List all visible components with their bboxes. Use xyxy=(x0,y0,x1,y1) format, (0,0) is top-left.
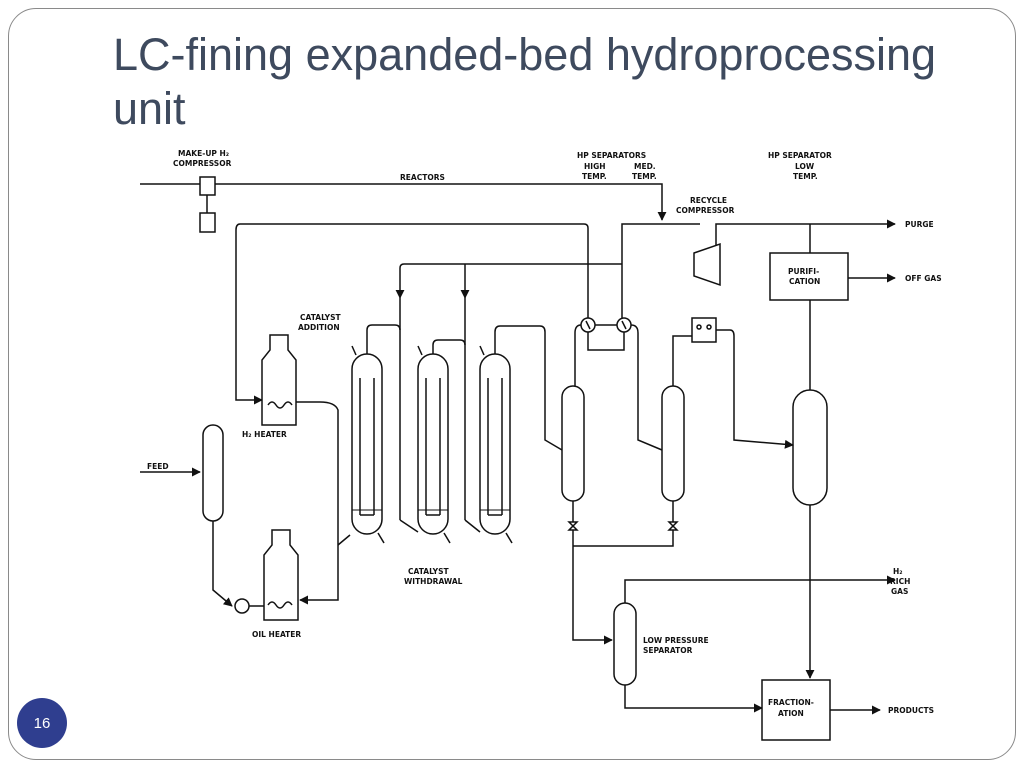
label-separator: SEPARATOR xyxy=(643,646,693,655)
label-gas: GAS xyxy=(891,587,908,596)
label-makeup-2: COMPRESSOR xyxy=(173,159,232,168)
page-number-badge: 16 xyxy=(17,698,67,748)
hp-separator-low-temp xyxy=(792,389,828,506)
label-hp-separator: HP SEPARATOR xyxy=(768,151,832,160)
label-h2: H₂ xyxy=(893,567,903,576)
reactor-feed-header xyxy=(395,263,622,299)
recycle-compressor xyxy=(693,242,721,287)
low-pressure-separator xyxy=(613,602,637,686)
label-makeup-1: MAKE-UP H₂ xyxy=(178,149,229,158)
label-fractionation-1: FRACTION- xyxy=(768,698,814,707)
slide-frame xyxy=(8,8,1016,760)
fractionation-unit xyxy=(761,679,831,741)
label-catalyst-addition-2: ADDITION xyxy=(298,323,340,332)
label-fractionation-2: ATION xyxy=(778,709,804,718)
feed-pump xyxy=(234,598,250,614)
makeup-compressor xyxy=(199,176,216,233)
label-h2-heater: H₂ HEATER xyxy=(242,430,287,439)
reactor-2 xyxy=(417,345,451,544)
label-catalyst-addition-1: CATALYST xyxy=(300,313,342,322)
hp-separator-med-temp xyxy=(661,385,685,502)
label-med-temp: TEMP. xyxy=(632,172,657,181)
slide-title: LC-fining expanded-bed hydroprocessing u… xyxy=(113,29,937,134)
reactor-1 xyxy=(351,345,385,544)
hp-separator-high-temp xyxy=(561,385,585,502)
label-recycle-compressor: COMPRESSOR xyxy=(676,206,735,215)
label-oil-heater: OIL HEATER xyxy=(252,630,301,639)
label-rich: RICH xyxy=(890,577,910,586)
label-products: PRODUCTS xyxy=(888,706,934,715)
diagram-labels: MAKE-UP H₂ COMPRESSOR REACTORS HP SEPARA… xyxy=(147,149,942,718)
purge-line xyxy=(715,219,896,250)
air-cooler xyxy=(691,317,717,343)
label-purification-2: CATION xyxy=(789,277,820,286)
label-low-temp: TEMP. xyxy=(793,172,818,181)
purification-unit xyxy=(769,252,849,301)
oil-heater xyxy=(263,529,299,621)
reactor-3 xyxy=(479,345,513,544)
label-low: LOW xyxy=(795,162,815,171)
h2-heater xyxy=(261,334,297,426)
label-recycle: RECYCLE xyxy=(690,196,727,205)
label-low-pressure: LOW PRESSURE xyxy=(643,636,709,645)
reactors-header xyxy=(215,183,667,221)
feed-drum xyxy=(202,424,224,522)
label-purge: PURGE xyxy=(905,220,934,229)
label-purification-1: PURIFI- xyxy=(788,267,819,276)
label-high-temp: TEMP. xyxy=(582,172,607,181)
h2-recycle-line xyxy=(235,223,589,405)
label-reactors: REACTORS xyxy=(400,173,445,182)
label-feed: FEED xyxy=(147,462,169,471)
label-hp-separators: HP SEPARATORS xyxy=(577,151,646,160)
label-off-gas: OFF GAS xyxy=(905,274,942,283)
label-med: MED. xyxy=(634,162,656,171)
label-catalyst-withdrawal-2: WITHDRAWAL xyxy=(404,577,463,586)
label-high: HIGH xyxy=(584,162,606,171)
recycle-header xyxy=(621,223,700,320)
label-catalyst-withdrawal-1: CATALYST xyxy=(408,567,450,576)
